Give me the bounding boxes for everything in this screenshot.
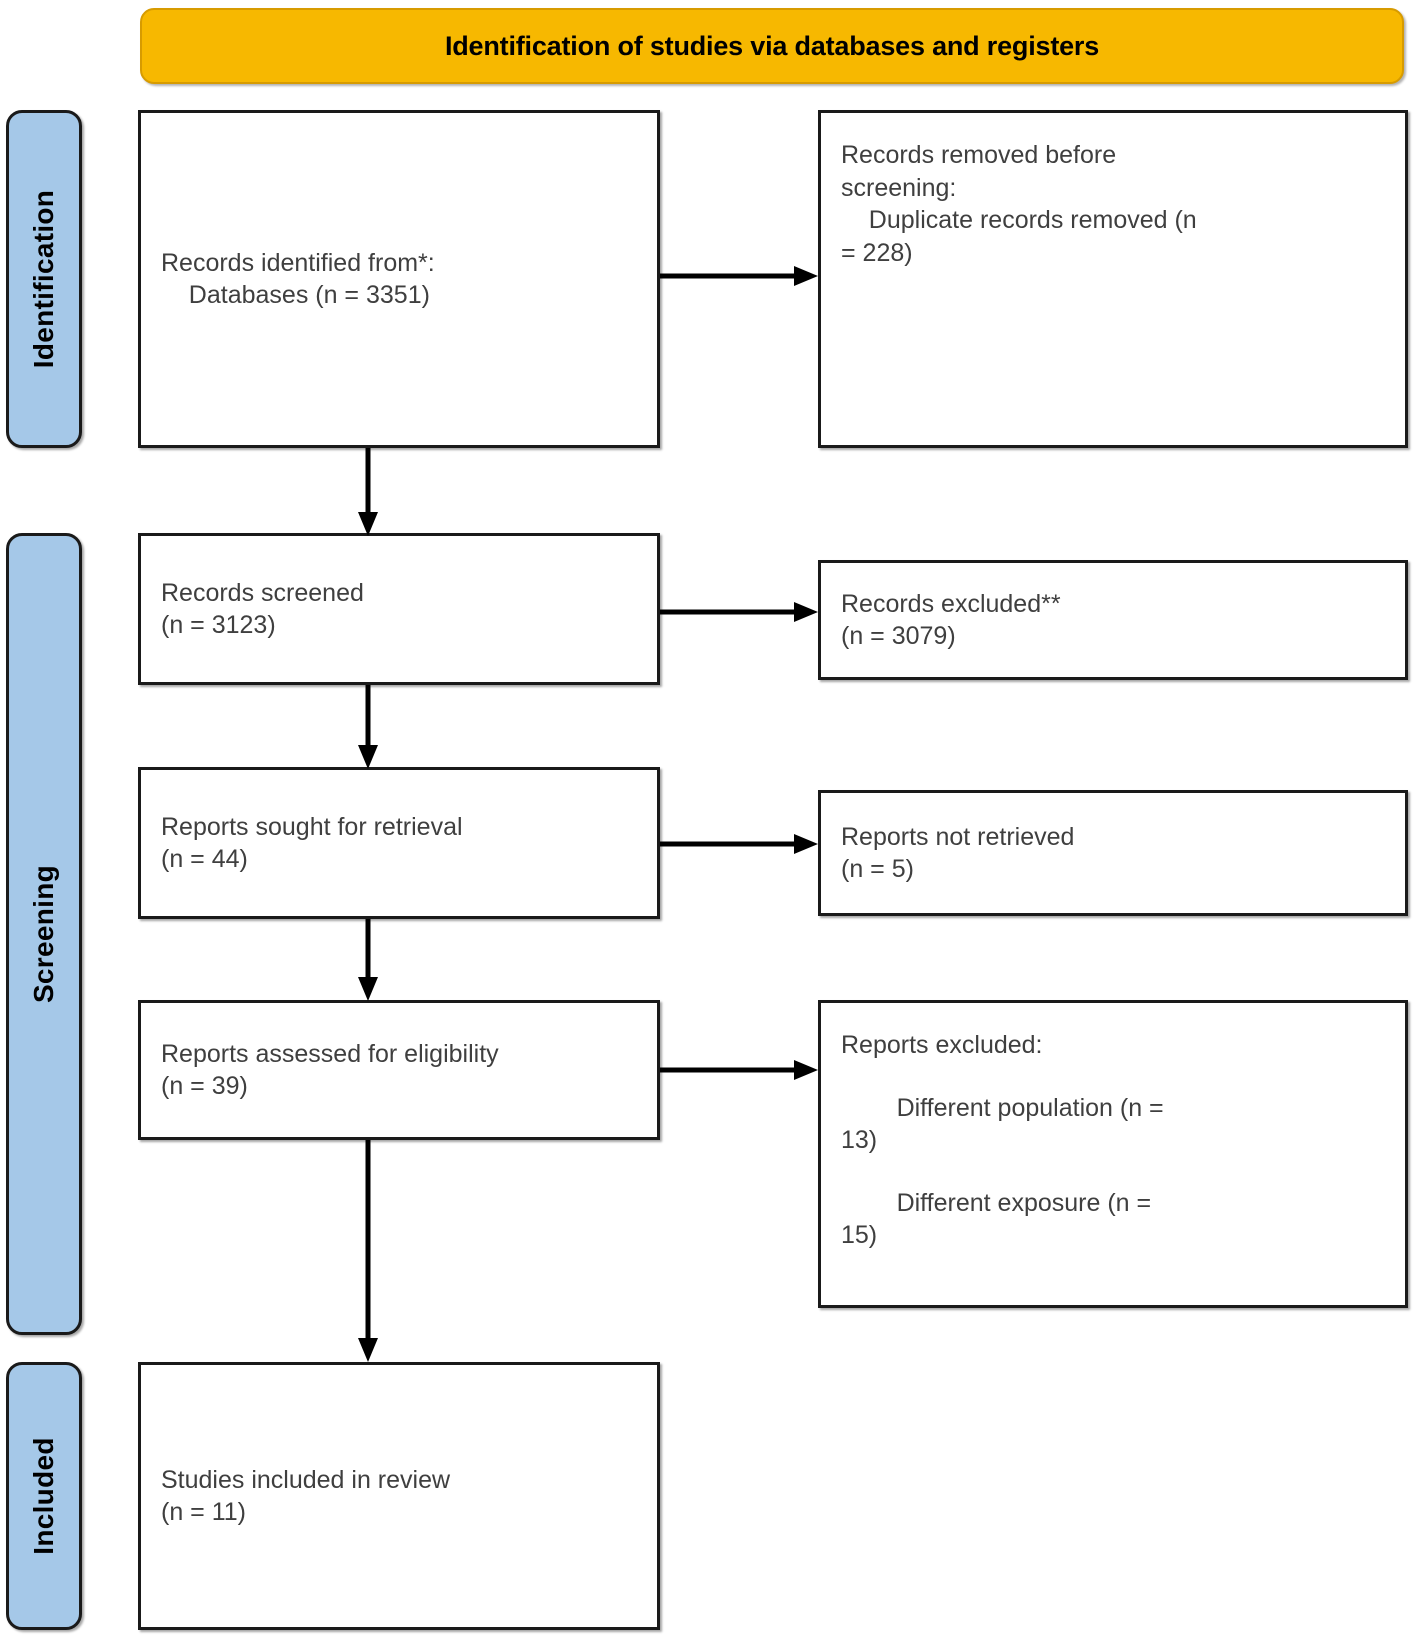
stage-label-included: Included xyxy=(6,1362,82,1630)
box-reports-excluded: Reports excluded: Different population (… xyxy=(818,1000,1408,1308)
records-removed-line1-pre: Records removed xyxy=(841,141,1046,169)
stage-label-included-text: Included xyxy=(28,1437,59,1555)
arrow-identified-to-screened xyxy=(356,448,380,538)
records-removed-line3: Duplicate records removed (n xyxy=(841,206,1197,234)
records-excluded-line2: (n = 3079) xyxy=(841,622,956,650)
arrow-sought-to-not-retrieved xyxy=(660,832,820,856)
stage-label-identification: Identification xyxy=(6,110,82,448)
box-reports-not-retrieved: Reports not retrieved (n = 5) xyxy=(818,790,1408,916)
arrow-screened-to-records-excluded xyxy=(660,600,820,624)
arrow-assessed-to-reports-excluded xyxy=(660,1058,820,1082)
reports-sought-line1: Reports sought for retrieval xyxy=(161,812,463,841)
records-identified-line2: Databases (n = 3351) xyxy=(161,281,430,309)
records-screened-line2: (n = 3123) xyxy=(161,611,276,639)
reports-excluded-line5: 15) xyxy=(841,1221,878,1249)
arrow-screened-to-sought xyxy=(356,685,380,771)
records-identified-line1: Records identified from*: xyxy=(161,248,435,277)
reports-assessed-line2: (n = 39) xyxy=(161,1072,248,1100)
studies-included-line2: (n = 11) xyxy=(161,1498,246,1526)
arrow-sought-to-assessed xyxy=(356,919,380,1003)
box-records-removed-before-screening: Records removed before screening: Duplic… xyxy=(818,110,1408,448)
records-removed-line2-post: : xyxy=(949,173,957,202)
reports-not-retrieved-line1: Reports not retrieved xyxy=(841,822,1075,851)
reports-excluded-line3: 13) xyxy=(841,1126,878,1154)
records-removed-line2-italic: screening xyxy=(841,173,950,202)
stage-label-screening-text: Screening xyxy=(28,864,59,1004)
arrow-identified-to-removed xyxy=(660,264,820,288)
records-removed-line4: = 228) xyxy=(841,238,913,267)
reports-excluded-line2: Different population (n = xyxy=(841,1093,1164,1122)
records-excluded-line1: Records excluded** xyxy=(841,589,1061,618)
box-records-excluded: Records excluded** (n = 3079) xyxy=(818,560,1408,680)
studies-included-line1: Studies included in review xyxy=(161,1465,451,1494)
box-reports-sought-for-retrieval: Reports sought for retrieval (n = 44) xyxy=(138,767,660,919)
box-studies-included-in-review: Studies included in review (n = 11) xyxy=(138,1362,660,1630)
stage-label-screening: Screening xyxy=(6,533,82,1335)
box-reports-assessed-for-eligibility: Reports assessed for eligibility (n = 39… xyxy=(138,1000,660,1140)
records-screened-line1: Records screened xyxy=(161,578,364,607)
reports-not-retrieved-line2: (n = 5) xyxy=(841,855,914,883)
reports-excluded-line4: Different exposure (n = xyxy=(841,1188,1152,1217)
reports-sought-line2: (n = 44) xyxy=(161,845,248,873)
records-removed-line1: Records removed before xyxy=(821,139,1405,172)
records-removed-line1-italic: before xyxy=(1045,141,1117,169)
reports-excluded-line1: Reports excluded: xyxy=(841,1031,1043,1059)
box-records-screened: Records screened (n = 3123) xyxy=(138,533,660,685)
banner-title: Identification of studies via databases … xyxy=(444,30,1100,61)
box-records-identified: Records identified from*: Databases (n =… xyxy=(138,110,660,448)
diagram-header-banner: Identification of studies via databases … xyxy=(140,8,1404,84)
reports-assessed-line1: Reports assessed for eligibility xyxy=(161,1039,499,1068)
stage-label-identification-text: Identification xyxy=(28,189,60,369)
arrow-assessed-to-included xyxy=(356,1140,380,1364)
records-removed-line2: screening: xyxy=(821,172,1405,205)
